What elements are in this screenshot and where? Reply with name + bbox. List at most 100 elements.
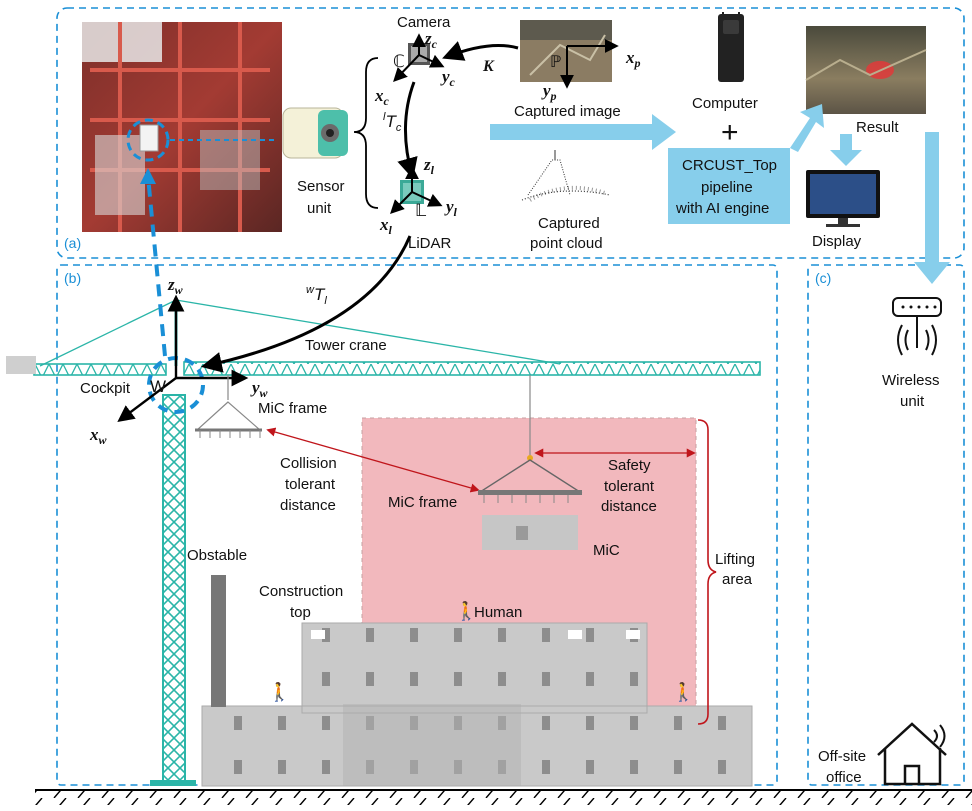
human-icon-left: 🚶 xyxy=(268,681,290,702)
cockpit-photo xyxy=(82,22,282,232)
obstable-label: Obstable xyxy=(187,547,247,564)
cockpit-label: Cockpit xyxy=(80,380,131,397)
flow-arrow-to-result xyxy=(790,104,824,152)
lidar-y-label: yl xyxy=(444,197,458,219)
image-to-camera-arrow xyxy=(442,41,519,61)
collision-distance-arrow xyxy=(266,427,480,493)
result-image xyxy=(805,26,927,114)
sensor-unit-label: Sensor xyxy=(297,178,345,195)
lidar-z-label: zl xyxy=(423,155,435,177)
wireless-label-2: unit xyxy=(900,393,925,410)
world-frame-symbol: W xyxy=(150,377,166,396)
panel-b-tag: (b) xyxy=(64,270,81,286)
ai-engine-line1: CRCUST_Top xyxy=(682,157,777,174)
sensor-unit-icon xyxy=(282,107,348,159)
human-icon-top: 🚶 xyxy=(455,600,477,621)
camera-x-label: xc xyxy=(374,86,390,108)
wireless-router-icon xyxy=(892,297,942,356)
mic-module xyxy=(482,515,578,550)
panel-b: (b) W zw xyxy=(6,168,778,787)
lidar-x-axis xyxy=(390,191,413,214)
crane-mast xyxy=(162,394,186,786)
world-z-label: zw xyxy=(167,275,184,297)
lidar-label: LiDAR xyxy=(408,235,452,252)
flow-arrow-to-display xyxy=(830,134,862,166)
mic-frame-large xyxy=(477,459,583,503)
mic-label: MiC xyxy=(593,542,620,559)
camera-x-axis xyxy=(393,54,420,83)
collision-label-2: tolerant xyxy=(285,476,336,493)
crane-counter-jib xyxy=(33,363,167,376)
display-icon xyxy=(806,170,880,227)
captured-image-label: Captured image xyxy=(514,103,621,120)
captured-pc-label-2: point cloud xyxy=(530,235,603,252)
captured-point-cloud xyxy=(521,150,611,202)
construction-label-2: top xyxy=(290,604,311,621)
flow-arrow-to-computer xyxy=(490,114,676,150)
lifting-label-2: area xyxy=(722,571,753,588)
panel-c: (c) Wireless unit Off-site office xyxy=(807,132,965,786)
crane-base xyxy=(150,780,196,786)
image-frame-symbol: ℙ xyxy=(550,54,561,71)
sensor-unit-label-2: unit xyxy=(307,200,332,217)
sensor-brace xyxy=(353,57,379,209)
flow-arrow-to-wireless xyxy=(914,132,950,284)
mic-frame-top-label: MiC frame xyxy=(258,400,327,417)
house-icon xyxy=(877,722,947,786)
panel-a: (a) Sensor unit Camera ℂ xyxy=(56,7,965,259)
ai-engine-line3: with AI engine xyxy=(675,200,769,217)
sensor-highlight-circle xyxy=(126,118,170,162)
captured-pc-label-1: Captured xyxy=(538,215,600,232)
office-label-2: office xyxy=(826,769,862,786)
world-y-label: yw xyxy=(250,378,269,400)
camera-frame-symbol: ℂ xyxy=(393,52,405,71)
K-label: K xyxy=(482,58,495,75)
panel-c-tag: (c) xyxy=(815,270,831,286)
construction-building xyxy=(201,622,753,787)
world-x-axis xyxy=(117,377,177,423)
office-label-1: Off-site xyxy=(818,748,866,765)
plus-sign: + xyxy=(721,116,739,149)
collision-label-1: Collision xyxy=(280,455,337,472)
cockpit-to-sensor-dashed-line xyxy=(146,175,167,357)
mic-frame-small xyxy=(195,401,262,438)
lifting-label-1: Lifting xyxy=(715,551,755,568)
mic-frame-mid-label: MiC frame xyxy=(388,494,457,511)
safety-label-2: tolerant xyxy=(604,478,655,495)
camera-z-label: zc xyxy=(424,29,438,51)
image-y-label: yp xyxy=(541,81,557,103)
lidar-to-world-arrow xyxy=(200,235,412,373)
camera-y-axis xyxy=(418,54,445,68)
camera-y-label: yc xyxy=(440,67,456,89)
transform-w-l: wTl xyxy=(306,284,327,307)
safety-label-1: Safety xyxy=(608,457,651,474)
panel-a-tag: (a) xyxy=(64,235,81,251)
ai-engine-line2: pipeline xyxy=(701,179,753,196)
lidar-frame-symbol: 𝕃 xyxy=(415,201,427,220)
lidar-x-label: xl xyxy=(379,215,393,237)
world-x-label: xw xyxy=(89,425,108,447)
human-label: Human xyxy=(474,604,522,621)
image-x-label: xp xyxy=(625,48,641,70)
ground-line xyxy=(35,789,972,805)
safety-label-3: distance xyxy=(601,498,657,515)
tower-crane-label: Tower crane xyxy=(305,337,387,354)
camera-to-lidar-arrow xyxy=(397,81,418,180)
computer-icon xyxy=(718,12,744,82)
display-label: Display xyxy=(812,233,862,250)
collision-label-3: distance xyxy=(280,497,336,514)
result-label: Result xyxy=(856,119,899,136)
wireless-label-1: Wireless xyxy=(882,372,940,389)
camera-label: Camera xyxy=(397,14,451,31)
obstacle-column xyxy=(211,575,226,707)
panel-b-border xyxy=(56,264,778,786)
panel-c-border xyxy=(807,264,965,786)
computer-label: Computer xyxy=(692,95,758,112)
ai-engine-box xyxy=(668,148,790,224)
transform-l-c: lTc xyxy=(383,111,402,134)
counterweight xyxy=(6,356,36,374)
lidar-y-axis xyxy=(411,191,443,207)
panel-a-border xyxy=(56,7,965,259)
crane-jib xyxy=(183,361,761,376)
